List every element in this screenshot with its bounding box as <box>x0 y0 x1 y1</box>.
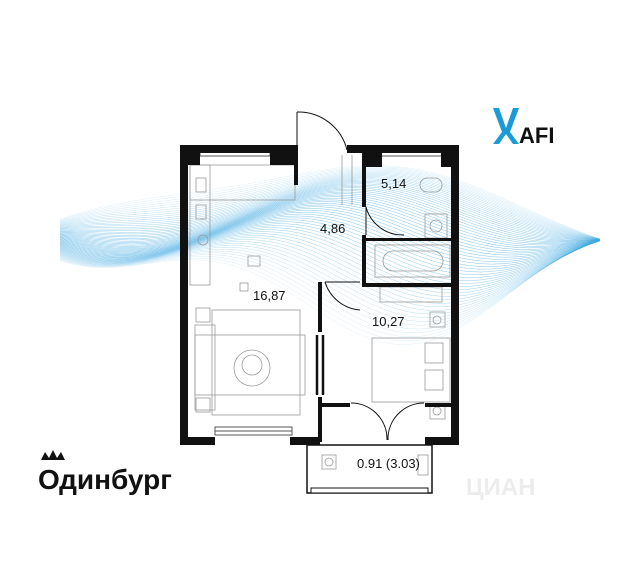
wave-line <box>59 213 601 265</box>
wave-line <box>59 193 601 243</box>
wave-line <box>59 176 601 240</box>
crown-icon <box>41 450 65 460</box>
wave-line <box>59 179 601 240</box>
wave-line <box>59 199 601 249</box>
wave-line <box>59 190 601 242</box>
room-area-bedroom: 10,27 <box>372 314 405 329</box>
wave-line <box>59 170 601 240</box>
doors <box>296 111 425 441</box>
wave-line <box>59 201 601 250</box>
balcony-outline <box>306 444 433 494</box>
wave-line <box>59 240 601 342</box>
wave-line <box>59 202 601 252</box>
wave-line <box>59 167 601 240</box>
wave-line <box>59 229 601 287</box>
wave-line <box>59 208 601 258</box>
wave-line <box>59 178 601 240</box>
decorative-wave-pattern <box>59 165 601 345</box>
wave-line <box>59 231 601 291</box>
wave-line <box>59 166 601 240</box>
afi-logo: AFI <box>493 108 554 148</box>
wave-line <box>59 197 601 247</box>
furniture <box>189 155 451 476</box>
wave-line <box>59 240 601 318</box>
wave-line <box>59 239 601 304</box>
wave-line <box>59 217 601 270</box>
wave-line <box>59 196 601 246</box>
project-logo: Одинбург <box>38 450 172 495</box>
wave-line <box>59 194 601 245</box>
wave-line <box>59 227 601 284</box>
wave-line <box>59 204 601 254</box>
afi-symbol-icon <box>493 108 519 144</box>
wave-line <box>59 183 601 240</box>
wave-line <box>59 210 601 260</box>
wave-line <box>59 225 601 281</box>
wave-line <box>59 180 601 240</box>
wave-line <box>59 221 601 275</box>
wave-line <box>59 233 601 294</box>
wave-line <box>59 206 601 256</box>
room-area-hall: 4,86 <box>320 221 345 236</box>
wave-line <box>59 186 600 240</box>
wave-line <box>59 174 601 240</box>
room-area-balcony: 0.91 (3.03) <box>357 456 420 471</box>
wave-line <box>59 171 601 240</box>
wave-line <box>59 240 601 322</box>
wave-line <box>59 168 601 240</box>
wave-line <box>59 240 601 338</box>
wave-line <box>59 188 601 241</box>
wave-line <box>59 237 601 301</box>
wave-line <box>59 240 601 308</box>
wave-line <box>59 240 601 330</box>
wave-line <box>59 219 601 273</box>
wave-line <box>59 191 601 242</box>
wave-line <box>59 175 601 240</box>
room-area-living: 16,87 <box>253 288 286 303</box>
wave-line <box>59 240 601 315</box>
wave-line <box>59 187 601 241</box>
project-name: Одинбург <box>38 464 172 495</box>
wave-line <box>59 182 601 240</box>
wave-line <box>59 215 601 267</box>
wave-line <box>59 177 601 240</box>
walls <box>180 145 459 445</box>
wave-line <box>59 240 601 311</box>
wave-line <box>59 223 601 278</box>
wave-line <box>59 235 601 297</box>
wave-line <box>59 211 601 262</box>
wave-line <box>60 184 601 240</box>
afi-logo-text: AFI <box>519 123 554 148</box>
wave-line <box>59 172 601 240</box>
watermark-text: ЦИАН <box>466 474 535 501</box>
wave-line <box>59 169 601 240</box>
room-area-bath: 5,14 <box>381 176 406 191</box>
wave-line <box>59 240 601 334</box>
wave-line <box>59 165 601 240</box>
wave-line <box>59 240 601 345</box>
